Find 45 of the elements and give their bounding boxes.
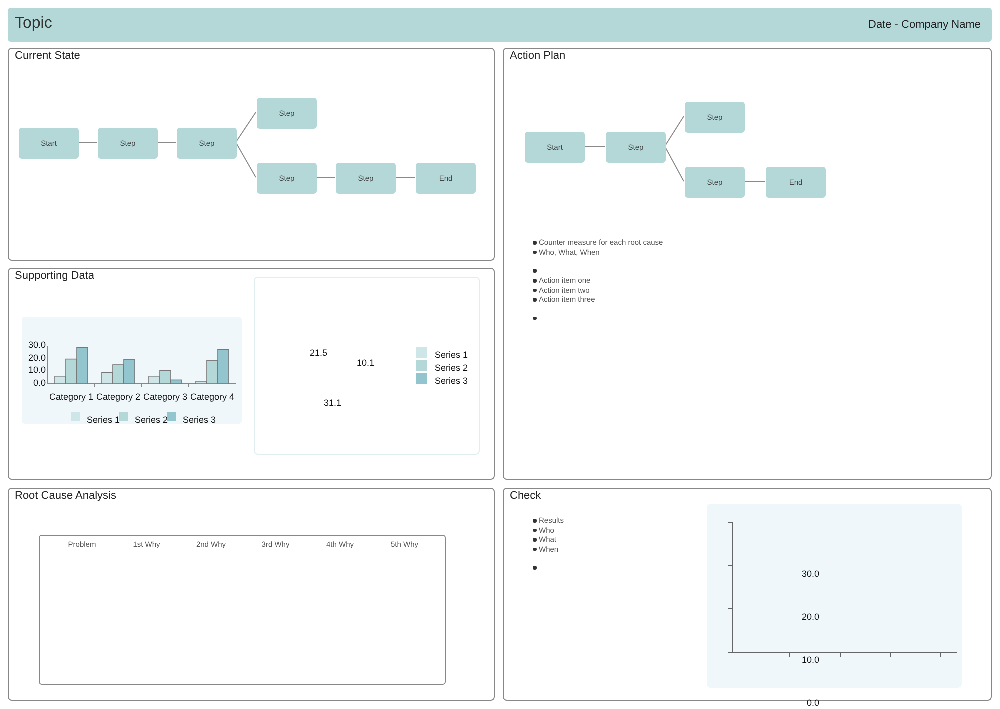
legend-text: Series 3 bbox=[435, 376, 468, 386]
connector-line bbox=[316, 177, 336, 178]
section-title: Action Plan bbox=[510, 50, 566, 62]
section-title: Current State bbox=[15, 50, 80, 62]
section-panel bbox=[503, 488, 992, 701]
connector-line bbox=[394, 177, 416, 178]
legend-text: Series 2 bbox=[135, 415, 168, 425]
connector-line bbox=[664, 116, 684, 147]
section-title: Root Cause Analysis bbox=[15, 490, 116, 502]
section-panel bbox=[8, 268, 495, 480]
connector-line bbox=[584, 146, 606, 147]
axis-tick-label: 30.0 bbox=[802, 569, 820, 579]
table-frame bbox=[39, 535, 446, 685]
connector-line bbox=[744, 181, 766, 182]
axis-tick-label: 10.0 bbox=[28, 365, 46, 376]
connector-line bbox=[236, 112, 256, 143]
data-label: 21.5 bbox=[310, 348, 328, 358]
axis-tick-label: 30.0 bbox=[28, 340, 46, 350]
section-title: Check bbox=[510, 490, 542, 502]
category-label: Category 3 bbox=[143, 392, 188, 402]
legend-text: Series 2 bbox=[435, 363, 468, 373]
connector-line bbox=[236, 142, 256, 178]
header-bar bbox=[8, 8, 992, 42]
axis-tick-label: 0.0 bbox=[33, 378, 46, 388]
connector-line bbox=[156, 142, 176, 143]
axis-tick-label: 0.0 bbox=[807, 698, 820, 708]
section-title: Supporting Data bbox=[15, 270, 94, 282]
section-panel bbox=[8, 488, 495, 701]
legend-text: Series 1 bbox=[435, 350, 468, 360]
legend-text: Series 1 bbox=[87, 415, 120, 425]
connector-line bbox=[78, 142, 98, 143]
page-title: Topic bbox=[15, 15, 52, 33]
axis-tick-label: 20.0 bbox=[28, 352, 46, 363]
data-label: 10.1 bbox=[357, 358, 375, 368]
section-panel bbox=[503, 48, 992, 480]
category-label: Category 1 bbox=[49, 392, 94, 402]
category-label: Category 2 bbox=[96, 392, 141, 402]
category-label: Category 4 bbox=[190, 392, 235, 402]
date-company-text: Date - Company Name bbox=[868, 19, 981, 31]
legend-text: Series 3 bbox=[183, 415, 216, 425]
connector-line bbox=[664, 146, 684, 182]
axis-tick-label: 10.0 bbox=[802, 655, 820, 665]
axis-tick-label: 20.0 bbox=[802, 612, 820, 622]
section-panel bbox=[8, 48, 495, 261]
data-label: 31.1 bbox=[324, 398, 342, 408]
